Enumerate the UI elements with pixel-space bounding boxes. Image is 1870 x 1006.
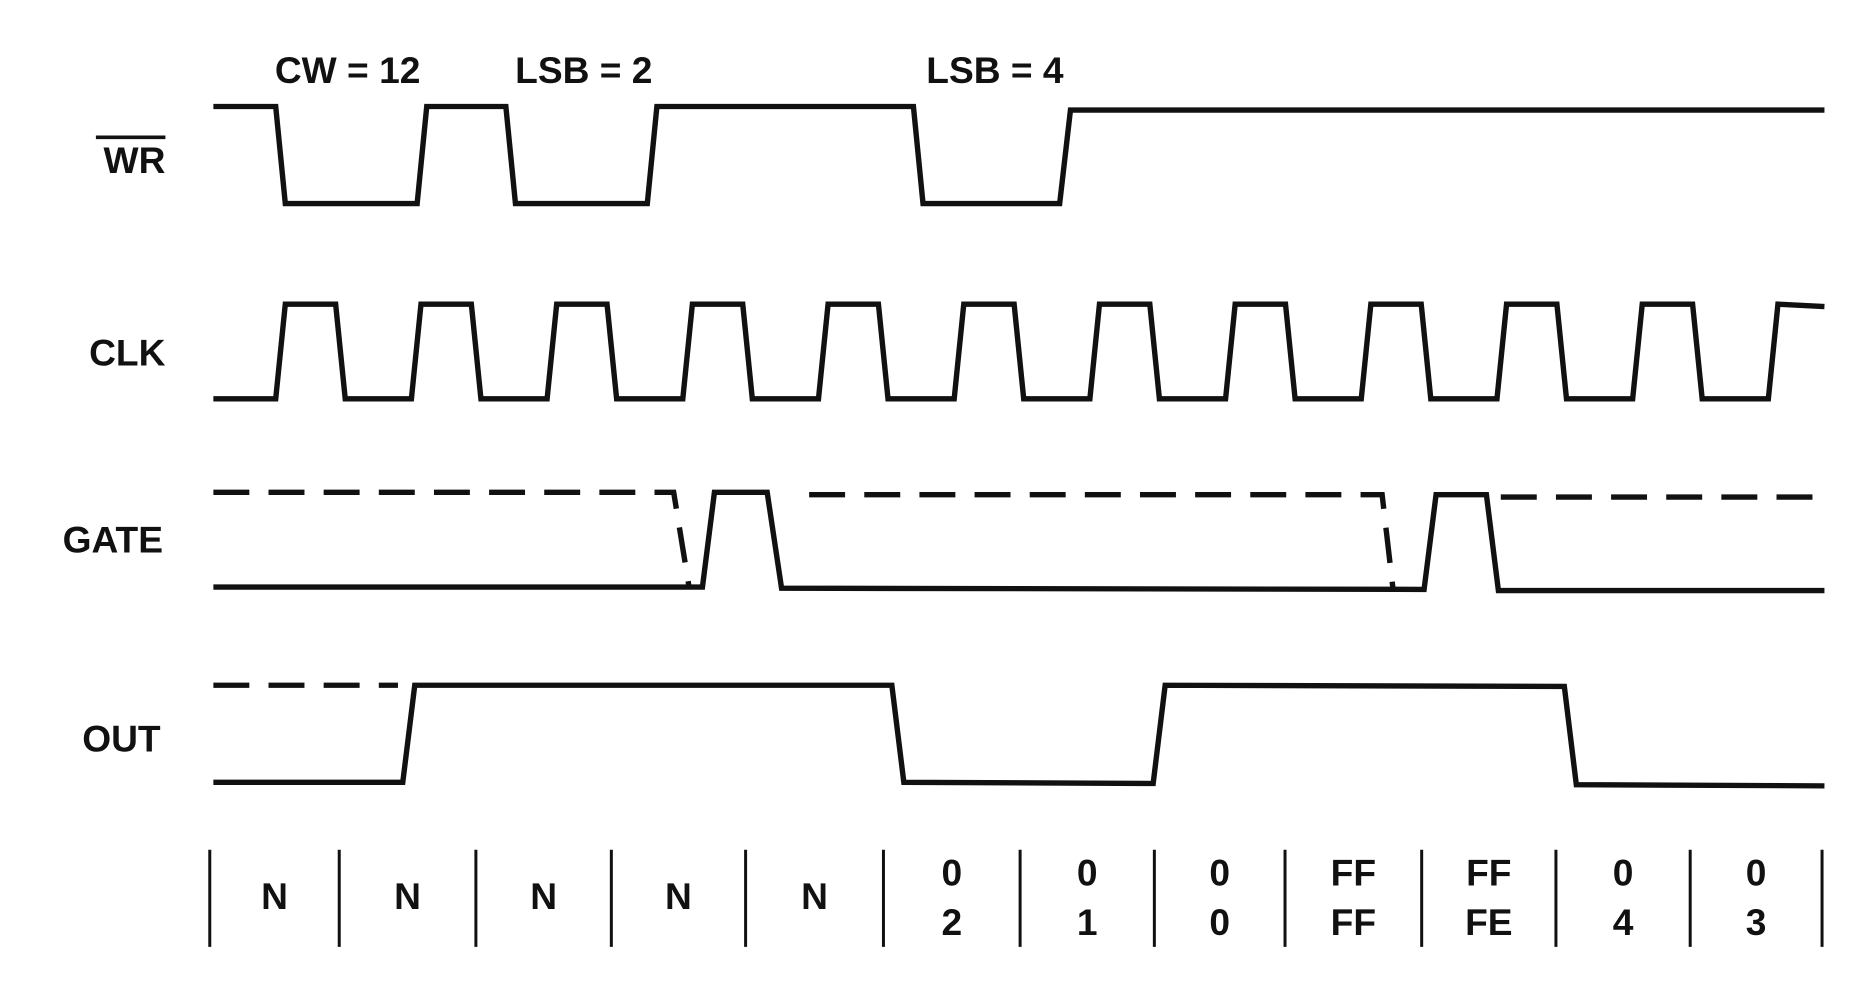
- annotation-lsb-4: LSB = 4: [926, 50, 1064, 91]
- count-value: 0: [1209, 852, 1230, 893]
- count-value: FE: [1465, 902, 1512, 943]
- count-value: N: [261, 876, 288, 917]
- wr-waveform: [213, 103, 1825, 207]
- count-value: 1: [1077, 902, 1098, 943]
- signal-label-wr: WR: [104, 140, 166, 181]
- count-value: N: [665, 876, 692, 917]
- count-value: 0: [941, 852, 962, 893]
- signal-label-gate: GATE: [63, 520, 163, 561]
- count-value: 3: [1746, 902, 1767, 943]
- signal-label-out: OUT: [82, 719, 161, 760]
- count-value: 0: [1613, 852, 1634, 893]
- count-value: 2: [941, 902, 962, 943]
- annotation-cw: CW = 12: [275, 50, 421, 91]
- count-value: N: [530, 876, 557, 917]
- count-value: N: [801, 876, 828, 917]
- count-value: 0: [1077, 852, 1098, 893]
- clk-waveform: [213, 301, 1825, 402]
- count-value: 0: [1746, 852, 1767, 893]
- signal-label-clk: CLK: [89, 333, 166, 374]
- count-value: N: [394, 876, 421, 917]
- annotation-lsb-2: LSB = 2: [515, 50, 652, 91]
- count-value: 0: [1209, 902, 1230, 943]
- count-value: FF: [1331, 852, 1376, 893]
- gate-waveform: [213, 489, 1825, 594]
- count-value: FF: [1466, 852, 1511, 893]
- count-value: 4: [1613, 902, 1634, 943]
- gate-waveform-dashed: [213, 489, 1825, 589]
- count-value: FF: [1331, 902, 1376, 943]
- out-waveform: [213, 682, 1825, 789]
